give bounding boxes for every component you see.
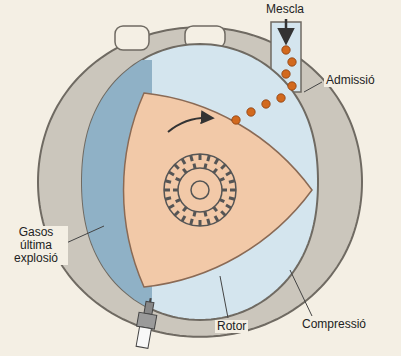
rotor xyxy=(124,93,312,287)
leader-line xyxy=(220,276,228,318)
leader-line xyxy=(304,82,322,92)
exhaust-label: Gasos última explosió xyxy=(4,226,68,265)
compression-label: Compressió xyxy=(300,318,368,331)
leader-line xyxy=(290,270,312,316)
rotor-label: Rotor xyxy=(215,320,248,333)
engine-housing xyxy=(38,27,362,337)
intake-arrow xyxy=(285,19,288,42)
intake-label: Mescla xyxy=(264,3,306,16)
fuel-droplets xyxy=(232,46,296,124)
leader-line xyxy=(64,226,104,244)
rotor-gear xyxy=(164,154,236,226)
coolant-passage xyxy=(115,26,149,50)
spark-plug xyxy=(133,296,159,348)
shaft xyxy=(191,181,209,199)
rotation-arrow xyxy=(168,118,212,132)
intake-stroke-label: Admissió xyxy=(324,74,377,87)
